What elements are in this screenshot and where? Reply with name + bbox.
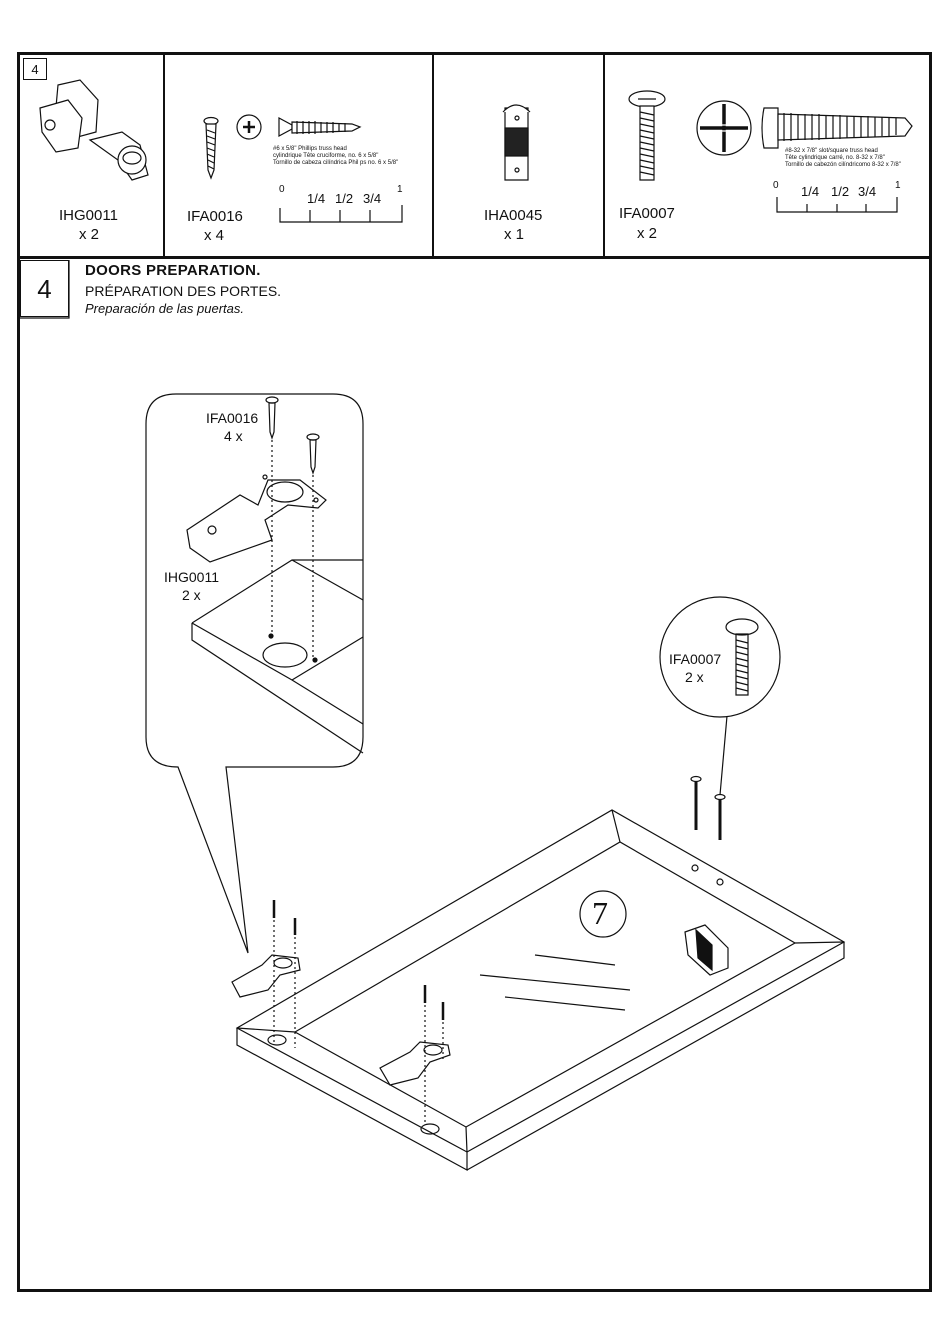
scale-label-1: 1: [397, 184, 403, 195]
scale-label-half: 1/2: [335, 191, 354, 206]
part-qty: x 4: [204, 227, 225, 244]
catch-part-icon: [502, 104, 531, 181]
part-code: IFA0007: [619, 205, 675, 222]
step-number-border: [17, 260, 70, 319]
scale-label-0: 0: [279, 184, 285, 195]
desc-line: Tête cylindrique carré, no. 8-32 x 7/8": [785, 155, 885, 161]
callout-bolt-qty: 2 x: [685, 669, 704, 685]
page-step-badge: 4: [23, 58, 47, 80]
scale-label-1: 1: [895, 180, 901, 191]
callout-screw-qty: 4 x: [224, 428, 243, 444]
part-qty: x 2: [79, 226, 100, 243]
part-cell-catch: IHA0045 x 1: [434, 52, 605, 256]
scale-label-threequarter: 3/4: [858, 184, 877, 199]
left-callout-bubble: [145, 393, 364, 954]
glass-reflection: [479, 954, 631, 1011]
step-title-en: DOORS PREPARATION.: [85, 262, 261, 279]
scale-label-threequarter: 3/4: [363, 191, 382, 206]
part-code: IHG0011: [59, 207, 118, 224]
callout-frame-corner: [191, 559, 364, 754]
door-panel: [235, 809, 846, 1172]
page-frame: [17, 52, 932, 1292]
desc-line: cylindrique Tête cruciforme, no. 6 x 5/8…: [273, 153, 379, 159]
callout-hinge-qty: 2 x: [182, 587, 201, 603]
scale-label-quarter: 1/4: [307, 191, 326, 206]
scale-label-quarter: 1/4: [801, 184, 820, 199]
desc-line: Tornillo de cabezón cilíndricomo 8-32 x …: [785, 162, 901, 168]
part-qty: x 2: [637, 225, 658, 242]
part-qty: x 1: [504, 226, 525, 243]
desc-line: #8-32 x 7/8" slot/square truss head: [785, 148, 878, 154]
part-code: IFA0016: [187, 208, 243, 225]
callout-screw-code: IFA0016: [206, 410, 259, 426]
bolt-8-part-icon: [628, 90, 913, 213]
part-cell-hinge: 4 IHG0011 x 2: [17, 52, 165, 256]
desc-line: Tornillo de cabeza cilíndrica Phil ps no…: [273, 160, 399, 166]
step-title-fr: PRÉPARATION DES PORTES.: [85, 283, 282, 299]
part-cell-screw-8: #8-32 x 7/8" slot/square truss head Tête…: [605, 52, 932, 256]
parts-row: 4 IHG0011 x 2 #6 x 5/8" Phillips truss h…: [17, 52, 932, 259]
callout-hinge-code: IHG0011: [164, 569, 219, 585]
desc-line: #6 x 5/8" Phillips truss head: [273, 146, 347, 152]
part-desc: #8-32 x 7/8" slot/square truss head Tête…: [785, 148, 901, 169]
part-desc: #6 x 5/8" Phillips truss head cylindriqu…: [273, 146, 398, 167]
screw-6-part-icon: [203, 114, 403, 223]
step-number: 4: [20, 260, 69, 317]
part-code: IHA0045: [484, 207, 543, 224]
scale-label-0: 0: [773, 180, 779, 191]
step-title-es: Preparación de las puertas.: [85, 301, 244, 316]
door-number-circle: [579, 890, 627, 938]
door-number: 7: [592, 895, 608, 931]
scale-label-half: 1/2: [831, 184, 850, 199]
part-cell-screw-6: #6 x 5/8" Phillips truss head cylindriqu…: [165, 52, 434, 256]
hinge-part-icon: [39, 79, 149, 181]
callout-bolt-code: IFA0007: [669, 651, 722, 667]
